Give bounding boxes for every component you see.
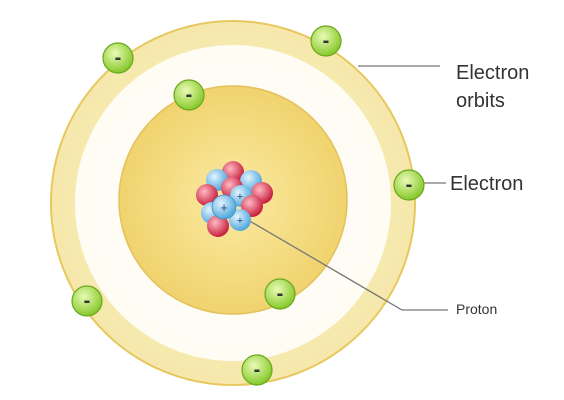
electron-orbits-label-line2: orbits (456, 90, 505, 112)
electron: - (241, 354, 273, 386)
proton-label: Proton (456, 301, 498, 317)
electron-charge-sign: - (254, 359, 261, 381)
electron-charge-sign: - (84, 290, 91, 312)
electron-charge-sign: - (323, 30, 330, 52)
proton (229, 209, 251, 231)
proton-charge-sign: + (237, 215, 243, 227)
electron-label: Electron (450, 173, 524, 195)
electron-charge-sign: - (406, 174, 413, 196)
proton (211, 194, 237, 220)
neutron (196, 184, 218, 206)
electron-charge-sign: - (277, 283, 284, 305)
electron-orbits-label-line1: Electron (456, 62, 530, 84)
electron-charge-sign: - (186, 84, 193, 106)
proton-charge-sign: + (220, 200, 228, 215)
electron: - (173, 79, 205, 111)
electron: - (102, 42, 134, 74)
electron: - (264, 278, 296, 310)
neutron (207, 215, 229, 237)
electron-charge-sign: - (115, 47, 122, 69)
proton-leader-line (247, 219, 448, 311)
proton-charge-sign: + (237, 191, 243, 203)
nucleus: + + + (196, 161, 273, 237)
electron: - (393, 169, 425, 201)
electron: - (310, 25, 342, 57)
electron: - (71, 285, 103, 317)
